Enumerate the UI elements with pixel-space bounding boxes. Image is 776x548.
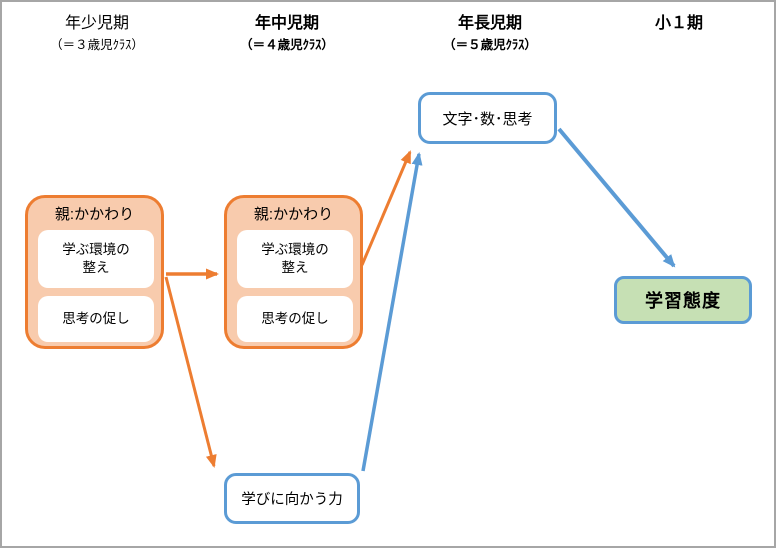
item-encourage-thinking: 思考の促し [38,296,154,342]
parent-box-nensho: 親:かかわり 学ぶ環境の 整え 思考の促し [25,195,164,349]
parent-box-title: 親:かかわり [54,206,135,223]
item-learning-environment: 学ぶ環境の 整え [38,230,154,288]
arrow-learning-drive-to-literacy [361,152,423,472]
column-subtitle: （＝３歳児ｸﾗｽ） [50,38,144,52]
column-title: 年少児期 [64,15,129,32]
column-subtitle: （＝４歳児ｸﾗｽ） [240,38,334,52]
item-encourage-thinking: 思考の促し [237,296,353,342]
parent-box-title: 親:かかわり [253,206,334,223]
arrow-literacy-to-attitude [557,127,676,268]
parent-box-nenchu: 親:かかわり 学ぶ環境の 整え 思考の促し [224,195,363,349]
arrow-parent-to-literacy [360,150,412,266]
item-learning-environment: 学ぶ環境の 整え [237,230,353,288]
column-title: 年長児期 [457,15,522,32]
column-header-nenchu: 年中児期 （＝４歳児ｸﾗｽ） [207,12,367,55]
column-subtitle: （＝５歳児ｸﾗｽ） [443,38,537,52]
column-header-nencho: 年長児期 （＝５歳児ｸﾗｽ） [410,12,570,55]
column-title: 年中児期 [254,15,319,32]
column-header-nensho: 年少児期 （＝３歳児ｸﾗｽ） [17,12,177,55]
learning-drive-node: 学びに向かう力 [224,473,360,524]
column-title: 小１期 [654,15,703,32]
attitude-node: 学習態度 [614,276,752,324]
literacy-node: 文字･数･思考 [418,92,557,144]
arrow-parent-to-learning-drive [164,276,217,468]
column-header-sho1: 小１期 [599,12,759,36]
